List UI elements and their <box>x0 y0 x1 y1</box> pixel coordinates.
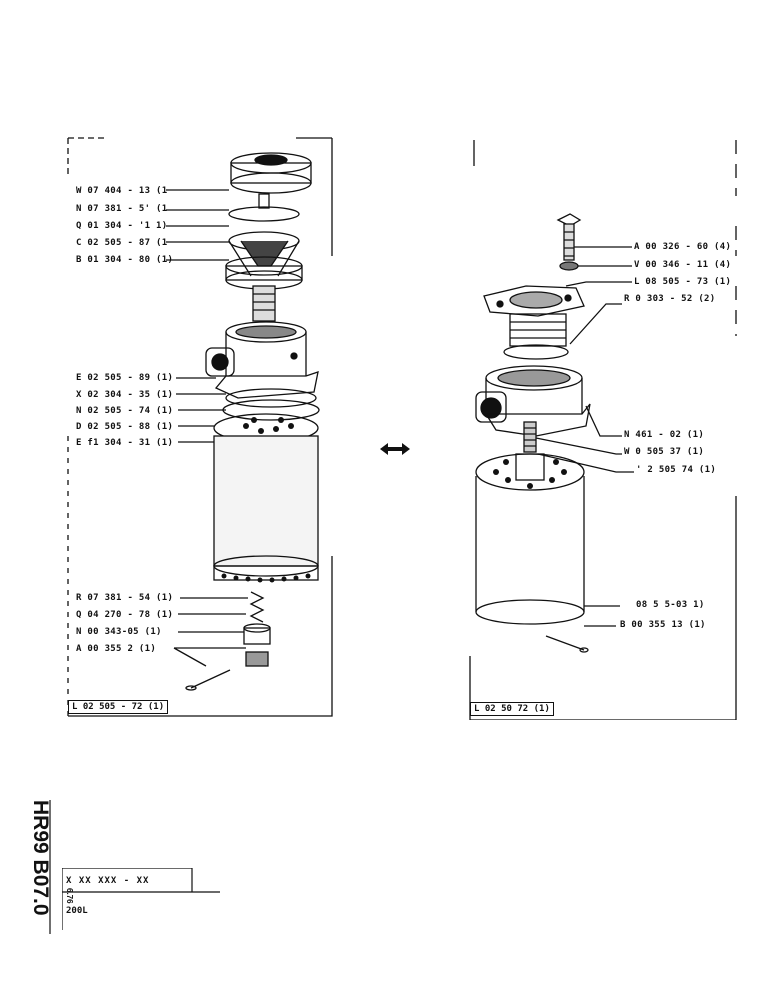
part-number: X XX XXX - XX <box>66 876 150 886</box>
document-code: HR99 B07.0 <box>29 800 52 916</box>
callout-label: W 07 404 - 13 (1 <box>76 186 168 196</box>
drawing-reference: L 02 50 72 (1) <box>470 702 554 716</box>
callout-label: N 07 381 - 5' (1 <box>76 204 168 214</box>
callout-label: C 02 505 - 87 (1 <box>76 238 168 248</box>
callout-label: B 00 355 13 (1) <box>620 620 706 630</box>
drawing-reference: L 02 505 - 72 (1) <box>68 700 169 714</box>
double-arrow-icon <box>380 443 410 455</box>
callout-label: A 00 355 2 (1) <box>76 644 157 654</box>
callout-label: B 01 304 - 80 (1) <box>76 255 174 265</box>
callout-label: R 0 303 - 52 (2) <box>624 294 716 304</box>
callout-label: L 08 505 - 73 (1) <box>634 277 732 287</box>
left-exploded-view: W 07 404 - 13 (1 N 07 381 - 5' (1 Q 01 3… <box>66 136 336 720</box>
capacity-label: 200L <box>66 906 88 916</box>
callout-label: Q 01 304 - '1 1) <box>76 221 168 231</box>
callout-label: E 02 505 - 89 (1) <box>76 373 174 383</box>
callout-label: A 00 326 - 60 (4) <box>634 242 732 252</box>
callout-label: N 461 - 02 (1) <box>624 430 705 440</box>
left-filter-drawing <box>67 137 333 717</box>
callout-label: N 02 505 - 74 (1) <box>76 406 174 416</box>
document-code-block: HR99 B07.0 6.76 <box>14 800 74 934</box>
callout-label: W 0 505 37 (1) <box>624 447 705 457</box>
callout-label: N 00 343-05 (1) <box>76 627 162 637</box>
callout-label: 08 5 5-03 1) <box>636 600 705 610</box>
callout-label: D 02 505 - 88 (1) <box>76 422 174 432</box>
callout-label: X 02 304 - 35 (1) <box>76 390 174 400</box>
callout-label: ' 2 505 74 (1) <box>636 465 717 475</box>
title-block: X XX XXX - XX 200L <box>62 868 222 930</box>
code-border <box>49 800 51 934</box>
callout-label: Q 04 270 - 78 (1) <box>76 610 174 620</box>
callout-label: R 07 381 - 54 (1) <box>76 593 174 603</box>
right-exploded-view: A 00 326 - 60 (4) V 00 346 - 11 (4) L 08… <box>466 136 740 720</box>
callout-label: V 00 346 - 11 (4) <box>634 260 732 270</box>
callout-label: E f1 304 - 31 (1) <box>76 438 174 448</box>
right-filter-drawing <box>469 140 737 720</box>
